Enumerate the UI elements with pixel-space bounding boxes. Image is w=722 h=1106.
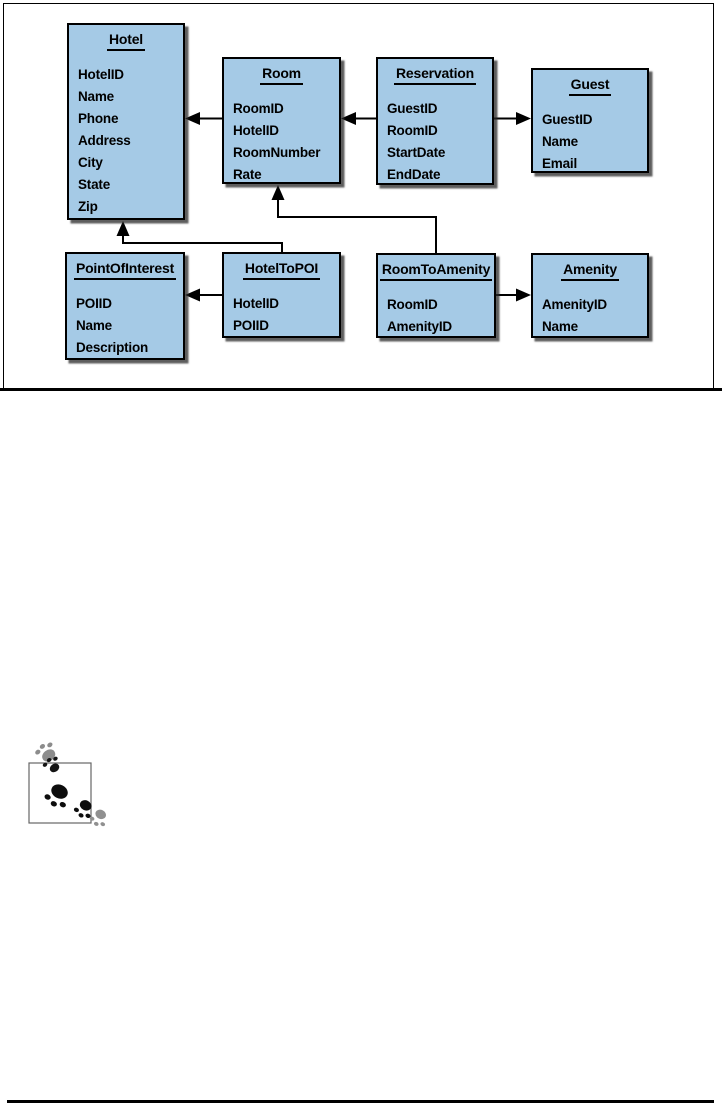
- connector-roomtoamenity-to-room: [271, 185, 437, 254]
- entity-room: Room RoomID HotelID RoomNumber Rate: [222, 57, 341, 184]
- entity-field: POIID: [76, 296, 112, 311]
- entity-title: RoomToAmenity: [378, 261, 494, 281]
- entity-field: Zip: [78, 199, 98, 214]
- entity-field: Name: [76, 318, 112, 333]
- entity-field: EndDate: [387, 167, 441, 182]
- entity-fields: GuestID Name Email: [533, 109, 647, 175]
- entity-title-text: PointOfInterest: [73, 260, 177, 280]
- arrowhead-left-icon: [341, 112, 356, 125]
- arrowhead-left-icon: [185, 112, 200, 125]
- entity-field: RoomNumber: [233, 145, 321, 160]
- entity-field: StartDate: [387, 145, 446, 160]
- connector-hoteltopoi-to-poi: [185, 288, 222, 302]
- entity-field: Name: [542, 134, 578, 149]
- connector-reservation-to-room: [341, 112, 376, 125]
- entity-title-text: Room: [260, 65, 303, 85]
- entity-fields: RoomID AmenityID: [378, 294, 494, 338]
- entity-pointofinterest: PointOfInterest POIID Name Description: [65, 252, 185, 360]
- connector-reservation-to-guest: [494, 112, 531, 125]
- entity-title: Hotel: [69, 31, 183, 51]
- entity-title: Reservation: [378, 65, 492, 85]
- entity-field: HotelID: [233, 123, 279, 138]
- entity-field: Name: [542, 319, 578, 334]
- entity-title: Guest: [533, 76, 647, 96]
- entity-roomtoamenity: RoomToAmenity RoomID AmenityID: [376, 253, 496, 338]
- entity-guest: Guest GuestID Name Email: [531, 68, 649, 173]
- note-pawprints-icon: [28, 742, 107, 827]
- entity-field: City: [78, 155, 103, 170]
- entity-title: Room: [224, 65, 339, 85]
- entity-title: PointOfInterest: [67, 260, 183, 280]
- entity-field: GuestID: [387, 101, 438, 116]
- arrowhead-left-icon: [185, 288, 200, 302]
- entity-hoteltopoi: HotelToPOI HotelID POIID: [222, 252, 341, 338]
- entity-title-text: Amenity: [561, 261, 619, 281]
- entity-field: Rate: [233, 167, 262, 182]
- entity-field: RoomID: [387, 297, 438, 312]
- entity-fields: AmenityID Name: [533, 294, 647, 338]
- entity-fields: RoomID HotelID RoomNumber Rate: [224, 98, 339, 186]
- entity-field: RoomID: [387, 123, 438, 138]
- entity-field: Email: [542, 156, 578, 171]
- entity-title-text: Reservation: [394, 65, 476, 85]
- arrowhead-right-icon: [516, 288, 531, 302]
- figure-bottom-rule: [0, 388, 722, 391]
- entity-field: Description: [76, 340, 149, 355]
- arrowhead-right-icon: [516, 112, 531, 125]
- arrowhead-up-icon: [116, 221, 130, 236]
- entity-amenity: Amenity AmenityID Name: [531, 253, 649, 338]
- page-footer-rule: [7, 1100, 714, 1103]
- entity-field: HotelID: [233, 296, 279, 311]
- entity-field: AmenityID: [542, 297, 607, 312]
- entity-field: HotelID: [78, 67, 124, 82]
- entity-field: Phone: [78, 111, 119, 126]
- entity-field: AmenityID: [387, 319, 452, 334]
- entity-fields: GuestID RoomID StartDate EndDate: [378, 98, 492, 186]
- entity-field: POIID: [233, 318, 269, 333]
- entity-hotel: Hotel HotelID Name Phone Address City St…: [67, 23, 185, 220]
- entity-title-text: RoomToAmenity: [379, 261, 493, 281]
- relationship-connectors: [116, 112, 531, 302]
- entity-fields: POIID Name Description: [67, 293, 183, 359]
- entity-field: State: [78, 177, 111, 192]
- entity-field: RoomID: [233, 101, 284, 116]
- entity-reservation: Reservation GuestID RoomID StartDate End…: [376, 57, 494, 185]
- arrowhead-up-icon: [271, 185, 285, 200]
- entity-fields: HotelID Name Phone Address City State Zi…: [69, 64, 183, 218]
- connector-room-to-hotel: [185, 112, 222, 125]
- entity-field: GuestID: [542, 112, 593, 127]
- entity-title: Amenity: [533, 261, 647, 281]
- entity-title-text: Guest: [568, 76, 612, 96]
- connector-hoteltopoi-to-hotel: [116, 221, 283, 253]
- connector-roomtoamenity-to-amenity: [496, 288, 531, 302]
- entity-field: Address: [78, 133, 131, 148]
- entity-field: Name: [78, 89, 114, 104]
- entity-fields: HotelID POIID: [224, 293, 339, 337]
- entity-title-text: Hotel: [106, 31, 145, 51]
- entity-title-text: HotelToPOI: [242, 260, 321, 280]
- entity-title: HotelToPOI: [224, 260, 339, 280]
